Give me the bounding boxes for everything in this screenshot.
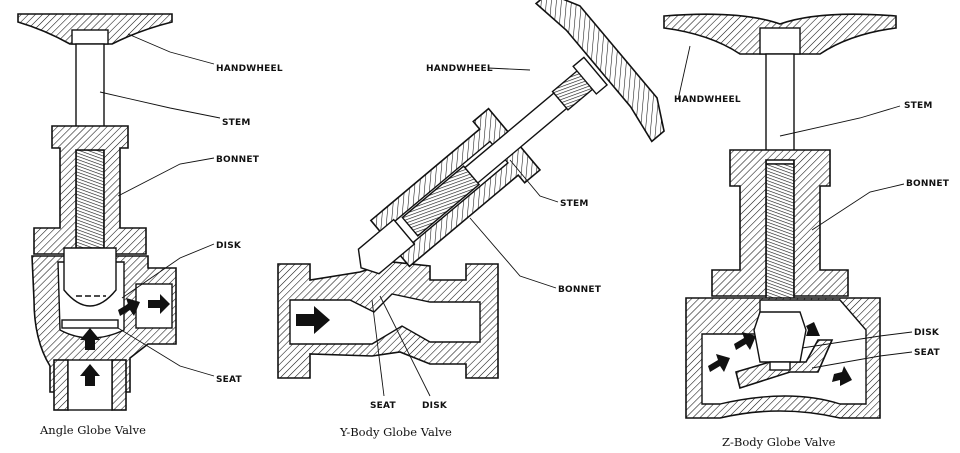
angle-leader-seat: [117, 327, 215, 377]
y-label-seat: SEAT: [370, 401, 396, 411]
y-handwheel-nut: [572, 56, 609, 95]
z-leader-stem: [779, 105, 901, 137]
angle-handwheel: [17, 13, 173, 45]
z-leader-disk: [801, 331, 913, 349]
z-body-globe-valve: HANDWHEEL STEM BONNET DISK SEAT Z-Body G…: [663, 13, 950, 449]
z-leader-handwheel: [677, 45, 691, 101]
y-caption: Y-Body Globe Valve: [339, 425, 452, 439]
y-leader-handwheel: [487, 67, 531, 71]
z-leader-bonnet: [811, 183, 905, 231]
angle-label-seat: SEAT: [216, 375, 242, 385]
angle-inlet-wall-left: [53, 359, 69, 411]
z-stem: [765, 53, 795, 165]
y-body-globe-valve: HANDWHEEL STEM BONNET SEAT DISK Y-Body G…: [277, 0, 665, 439]
y-flow-passage: [289, 293, 481, 345]
angle-label-stem: STEM: [222, 118, 251, 128]
y-disk: [357, 218, 416, 275]
angle-flow-arrow-up: [80, 328, 100, 350]
z-label-seat: SEAT: [914, 348, 940, 358]
y-label-disk: DISK: [422, 401, 448, 411]
angle-caption: Angle Globe Valve: [39, 423, 146, 437]
y-label-bonnet: BONNET: [558, 285, 602, 295]
z-flow-arrow-in: [708, 354, 730, 372]
angle-label-handwheel: HANDWHEEL: [216, 64, 283, 74]
angle-leader-handwheel: [127, 33, 215, 65]
y-leader-disk: [379, 295, 431, 397]
y-flow-arrow: [296, 306, 330, 334]
angle-inlet-wall-right: [111, 359, 127, 411]
angle-flow-arrow-diagonal: [118, 298, 140, 316]
y-leader-stem: [509, 159, 559, 203]
z-label-disk: DISK: [914, 328, 940, 338]
y-label-handwheel: HANDWHEEL: [426, 64, 493, 74]
z-disk: [753, 311, 807, 363]
z-bonnet: [711, 149, 849, 297]
angle-flow-arrow-right: [148, 294, 170, 314]
angle-handwheel-nut: [71, 29, 109, 45]
angle-leader-stem: [99, 91, 221, 119]
angle-seat: [61, 319, 119, 329]
z-seat: [769, 361, 791, 371]
angle-label-disk: DISK: [216, 241, 242, 251]
z-flow-arrow-down: [806, 322, 820, 336]
angle-globe-valve: HANDWHEEL STEM BONNET DISK SEAT Angle Gl…: [17, 13, 283, 437]
y-handwheel: [534, 0, 665, 143]
angle-disk: [63, 247, 117, 307]
angle-stem-thread: [75, 149, 105, 249]
y-label-stem: STEM: [560, 199, 589, 209]
z-caption: Z-Body Globe Valve: [722, 435, 836, 449]
y-leader-bonnet: [469, 217, 557, 289]
angle-leader-bonnet: [117, 157, 215, 197]
z-label-bonnet: BONNET: [906, 179, 950, 189]
angle-leader-disk: [121, 243, 215, 299]
angle-bonnet: [33, 125, 147, 255]
z-leader-seat: [811, 351, 913, 369]
y-leader-seat: [371, 299, 385, 397]
angle-label-bonnet: BONNET: [216, 155, 260, 165]
z-label-stem: STEM: [904, 101, 933, 111]
z-stem-thread: [765, 163, 795, 315]
z-label-handwheel: HANDWHEEL: [674, 95, 741, 105]
z-flow-arrow-up: [734, 332, 756, 350]
z-handwheel-nut: [759, 27, 801, 55]
angle-flow-arrow-up: [80, 364, 100, 386]
z-flow-arrow-out: [832, 366, 852, 386]
